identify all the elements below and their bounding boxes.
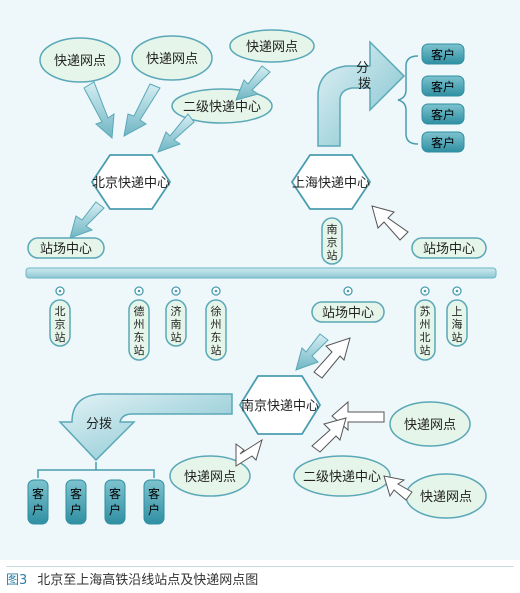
outlet-beijing-1: 快递网点 — [39, 37, 121, 83]
svg-text:南: 南 — [171, 318, 182, 331]
distribute-label-1: 分 — [356, 61, 369, 76]
svg-text:站: 站 — [134, 343, 145, 357]
svg-text:客户: 客户 — [431, 135, 455, 150]
distribute-label-bottom: 分拨 — [86, 417, 112, 432]
svg-text:客: 客 — [109, 486, 121, 501]
svg-text:站: 站 — [452, 330, 463, 344]
svg-text:户: 户 — [70, 502, 82, 517]
customer-box: 客 户 — [65, 479, 87, 525]
arrow-station-to-hub — [313, 337, 351, 379]
outlet-label: 快递网点 — [146, 52, 198, 67]
svg-text:北: 北 — [55, 305, 66, 318]
rail-station-beijing: 北 京 站 — [49, 286, 71, 347]
distribute-label-2: 拨 — [358, 77, 371, 92]
rail-station-dezhou-east: 德 州 东 站 — [128, 286, 150, 361]
secondary-label: 二级快递中心 — [183, 100, 261, 115]
arrow-station-to-shanghai — [371, 205, 409, 241]
station-center-label: 站场中心 — [423, 242, 475, 257]
svg-text:州: 州 — [134, 318, 145, 331]
arrow-hub-to-station — [295, 333, 329, 371]
station-center-label: 站场中心 — [40, 242, 92, 257]
customers-right: 客户 客户 客户 客户 — [421, 43, 465, 153]
svg-text:户: 户 — [148, 502, 160, 517]
svg-text:客户: 客户 — [431, 107, 455, 122]
svg-text:客户: 客户 — [431, 79, 455, 94]
svg-text:上: 上 — [452, 305, 463, 318]
outlet-nanjing-1: 快递网点 — [389, 401, 471, 447]
secondary-center-nanjing: 二级快递中心 — [293, 455, 391, 497]
hub-shanghai: 上海快递中心 — [290, 154, 372, 210]
svg-text:德: 德 — [134, 304, 145, 318]
bracket-bottom — [37, 462, 155, 478]
outlet-nanjing-3: 快递网点 — [405, 473, 487, 519]
figure-caption: 图3 北京至上海高铁沿线站点及快递网点图 — [6, 566, 514, 589]
secondary-label: 二级快递中心 — [303, 470, 381, 485]
outlet-beijing-2: 快递网点 — [131, 35, 213, 81]
svg-text:站: 站 — [55, 330, 66, 344]
caption-text: 北京至上海高铁沿线站点及快递网点图 — [37, 572, 259, 588]
outlet-nanjing-2: 快递网点 — [169, 455, 251, 497]
svg-text:客: 客 — [148, 486, 160, 501]
station-center-label: 站场中心 — [322, 306, 374, 321]
outlet-beijing-3: 快递网点 — [229, 29, 315, 63]
svg-text:海: 海 — [452, 317, 463, 331]
rail-station-xuzhou-east: 徐 州 东 站 — [205, 286, 227, 361]
outlet-label: 快递网点 — [246, 40, 298, 55]
svg-text:客: 客 — [32, 486, 44, 501]
brace-right — [397, 55, 419, 145]
customer-box: 客户 — [421, 131, 465, 153]
distribute-arrow-top — [317, 40, 406, 147]
svg-text:客户: 客户 — [431, 47, 455, 62]
customer-box: 客户 — [421, 103, 465, 125]
svg-text:州: 州 — [211, 318, 222, 331]
station-center-nanjing: 站场中心 — [311, 286, 385, 323]
svg-text:苏: 苏 — [420, 305, 431, 318]
svg-text:站: 站 — [420, 343, 431, 357]
outlet-label: 快递网点 — [404, 418, 456, 433]
svg-text:北: 北 — [420, 331, 431, 344]
rail-station-shanghai: 上 海 站 — [446, 286, 468, 347]
svg-text:客: 客 — [70, 486, 82, 501]
customers-bottom: 客 户 客 户 客 户 客 户 — [27, 479, 165, 525]
outlet-label: 快递网点 — [184, 470, 236, 485]
outlet-label: 快递网点 — [420, 490, 472, 505]
svg-text:东: 东 — [211, 331, 222, 344]
svg-text:南: 南 — [327, 223, 338, 236]
arrows-to-beijing-hub — [83, 65, 271, 153]
hub-label: 南京快递中心 — [241, 398, 319, 414]
svg-text:户: 户 — [32, 502, 44, 517]
hub-nanjing: 南京快递中心 — [238, 375, 322, 435]
distribute-arrow-bottom — [58, 393, 233, 462]
svg-text:徐: 徐 — [211, 304, 222, 318]
hub-label: 北京快递中心 — [92, 176, 170, 191]
outlet-label: 快递网点 — [54, 54, 106, 69]
svg-text:东: 东 — [134, 331, 145, 344]
svg-text:京: 京 — [55, 317, 66, 331]
station-nanjing-top: 南 京 站 — [321, 217, 343, 265]
arrow-to-station-left — [69, 201, 105, 239]
customer-box: 客 户 — [143, 479, 165, 525]
svg-text:州: 州 — [420, 318, 431, 331]
customer-box: 客 户 — [104, 479, 126, 525]
station-center-right: 站场中心 — [411, 237, 487, 259]
svg-text:站: 站 — [327, 248, 338, 262]
rail-line — [25, 267, 497, 279]
svg-text:站: 站 — [171, 330, 182, 344]
hub-label: 上海快递中心 — [292, 176, 370, 191]
diagram-canvas: 快递网点 快递网点 快递网点 二级快递中心 北京快递中心 站场中心 上海快递中心… — [25, 29, 497, 525]
svg-text:户: 户 — [109, 502, 121, 517]
customer-box: 客户 — [421, 43, 465, 65]
svg-text:济: 济 — [171, 304, 182, 318]
arrows-to-nanjing-hub — [235, 400, 413, 501]
customer-box: 客户 — [421, 75, 465, 97]
svg-text:京: 京 — [327, 235, 338, 249]
diagram-frame: 快递网点 快递网点 快递网点 二级快递中心 北京快递中心 站场中心 上海快递中心… — [0, 0, 520, 560]
figure-label: 图3 — [6, 572, 28, 588]
customer-box: 客 户 — [27, 479, 49, 525]
svg-text:站: 站 — [211, 343, 222, 357]
rail-station-suzhou-north: 苏 州 北 站 — [414, 286, 436, 361]
station-center-left: 站场中心 — [27, 237, 105, 259]
rail-station-jinan: 济 南 站 — [165, 286, 187, 347]
hub-beijing: 北京快递中心 — [90, 154, 172, 210]
